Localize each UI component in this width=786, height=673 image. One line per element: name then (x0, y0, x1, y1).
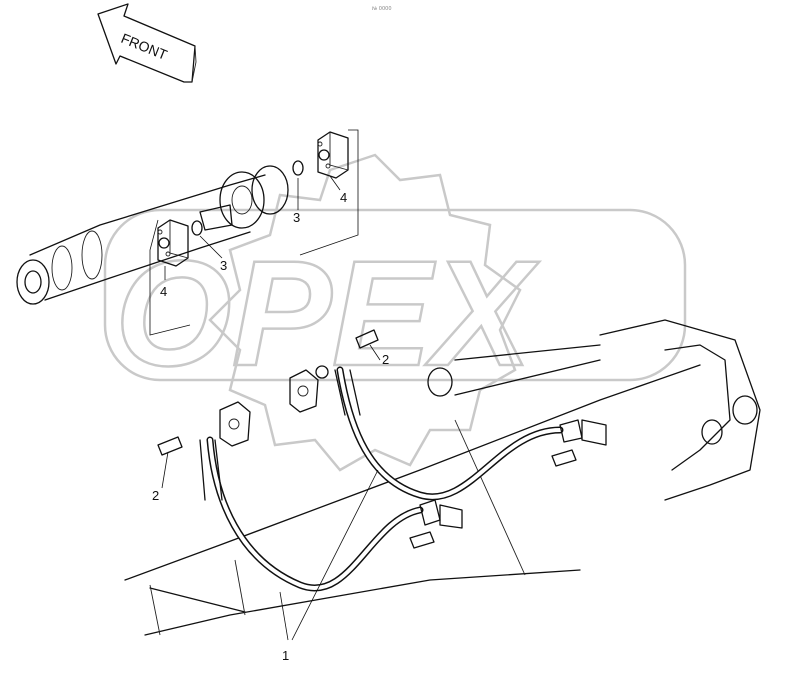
callout-4b: 4 (160, 284, 167, 299)
leader-2b (369, 344, 381, 361)
cylinder-port (199, 204, 233, 231)
leader-1 (279, 469, 379, 641)
callout-4a: 4 (340, 190, 347, 205)
leader-2a (161, 451, 169, 489)
watermark-plate (103, 208, 687, 382)
flange-block-lower (157, 219, 189, 267)
leader-3b (199, 235, 223, 259)
cylinder-eye (16, 259, 50, 305)
boom-pin-right (732, 395, 758, 425)
hose-flange-right (289, 365, 329, 413)
callout-2b: 2 (382, 352, 389, 367)
bolt-left (157, 436, 183, 456)
front-arrow: FRONT (97, 3, 197, 83)
callout-1: 1 (282, 648, 289, 663)
header-mark: № 0000 (372, 6, 392, 12)
bolt-upper (355, 329, 379, 349)
watermark-gear (208, 153, 522, 472)
callout-2a: 2 (152, 488, 159, 503)
cylinder-head (219, 171, 265, 229)
flange-block-upper (317, 131, 349, 179)
fitting-lower (409, 499, 463, 549)
hose-flange-left (219, 401, 251, 447)
hose-left (199, 436, 424, 592)
hydraulic-cylinder (16, 165, 289, 305)
o-ring-lower (191, 220, 203, 236)
boom-bushing (427, 367, 453, 397)
callout-3a: 3 (293, 210, 300, 225)
o-ring-upper (292, 160, 304, 176)
boom-pin-left (701, 419, 723, 445)
boom-arm (124, 319, 761, 636)
fitting-upper (551, 419, 607, 467)
hose-right (334, 366, 564, 501)
leader-4a (329, 175, 341, 191)
callout-3b: 3 (220, 258, 227, 273)
